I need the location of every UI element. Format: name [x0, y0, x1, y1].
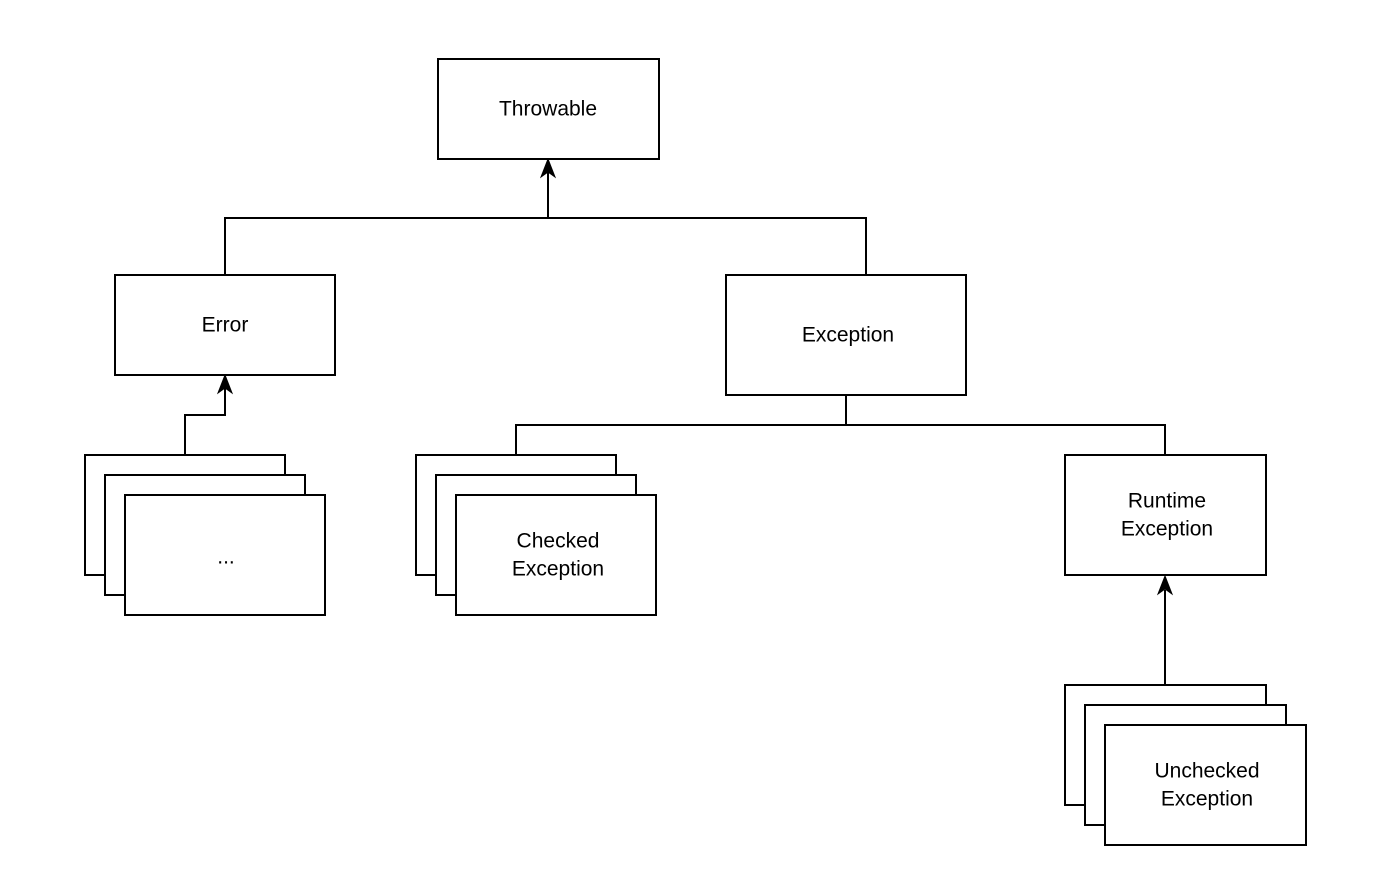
node-unchecked-exception-stack: Unchecked Exception: [1064, 684, 1307, 846]
connector-checked-to-exception: [515, 395, 847, 455]
node-runtime-exception-label-line1: Runtime: [1128, 490, 1206, 513]
connector-error-to-throwable: [224, 172, 549, 275]
connector-error-subclasses-to-error: [184, 388, 226, 455]
node-checked-exception-label-line2: Exception: [512, 558, 604, 581]
node-runtime-exception: Runtime Exception: [1064, 454, 1267, 576]
arrowheads: [216, 157, 1174, 596]
connector-exception-to-throwable: [548, 217, 867, 275]
connector-runtime-to-exception: [846, 424, 1166, 455]
node-error-subclasses-stack: ...: [84, 454, 326, 616]
arrowhead-throwable: [539, 157, 557, 179]
arrowhead-error: [216, 373, 234, 395]
node-checked-exception-stack: Checked Exception: [415, 454, 657, 616]
node-unchecked-exception-label-line2: Exception: [1161, 788, 1253, 811]
node-runtime-exception-label-line2: Exception: [1121, 518, 1213, 541]
node-unchecked-exception-label-line1: Unchecked: [1154, 760, 1259, 783]
node-throwable-label: Throwable: [499, 98, 597, 121]
arrowhead-runtime-exception: [1156, 574, 1174, 596]
node-exception: Exception: [725, 274, 967, 396]
node-error: Error: [114, 274, 336, 376]
node-error-subclasses-label: ...: [217, 546, 235, 569]
node-checked-exception-label-line1: Checked: [517, 530, 600, 553]
connectors: [184, 172, 1166, 685]
node-exception-label: Exception: [802, 324, 894, 347]
node-throwable: Throwable: [437, 58, 660, 160]
node-error-label: Error: [202, 314, 249, 337]
